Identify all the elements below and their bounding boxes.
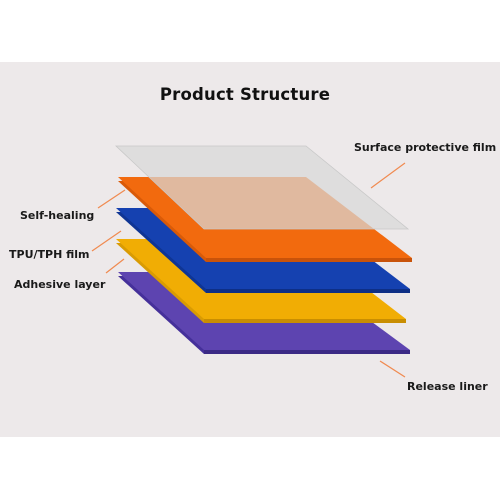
label-surface-protective-film: Surface protective film xyxy=(354,141,497,154)
label-adhesive-layer: Adhesive layer xyxy=(14,278,106,291)
leader-line-tpu xyxy=(91,230,122,252)
diagram-title: Product Structure xyxy=(159,85,331,104)
leader-line-surface xyxy=(370,162,406,189)
layer-surface-protective-film xyxy=(114,145,410,230)
label-tpu-film: TPU/TPH film xyxy=(9,248,90,261)
label-self-healing: Self-healing xyxy=(20,209,95,222)
leader-line-adhesive xyxy=(105,258,125,274)
leader-line-self-healing xyxy=(97,189,126,209)
leader-line-release xyxy=(379,360,406,378)
label-release-liner: Release liner xyxy=(407,380,488,393)
